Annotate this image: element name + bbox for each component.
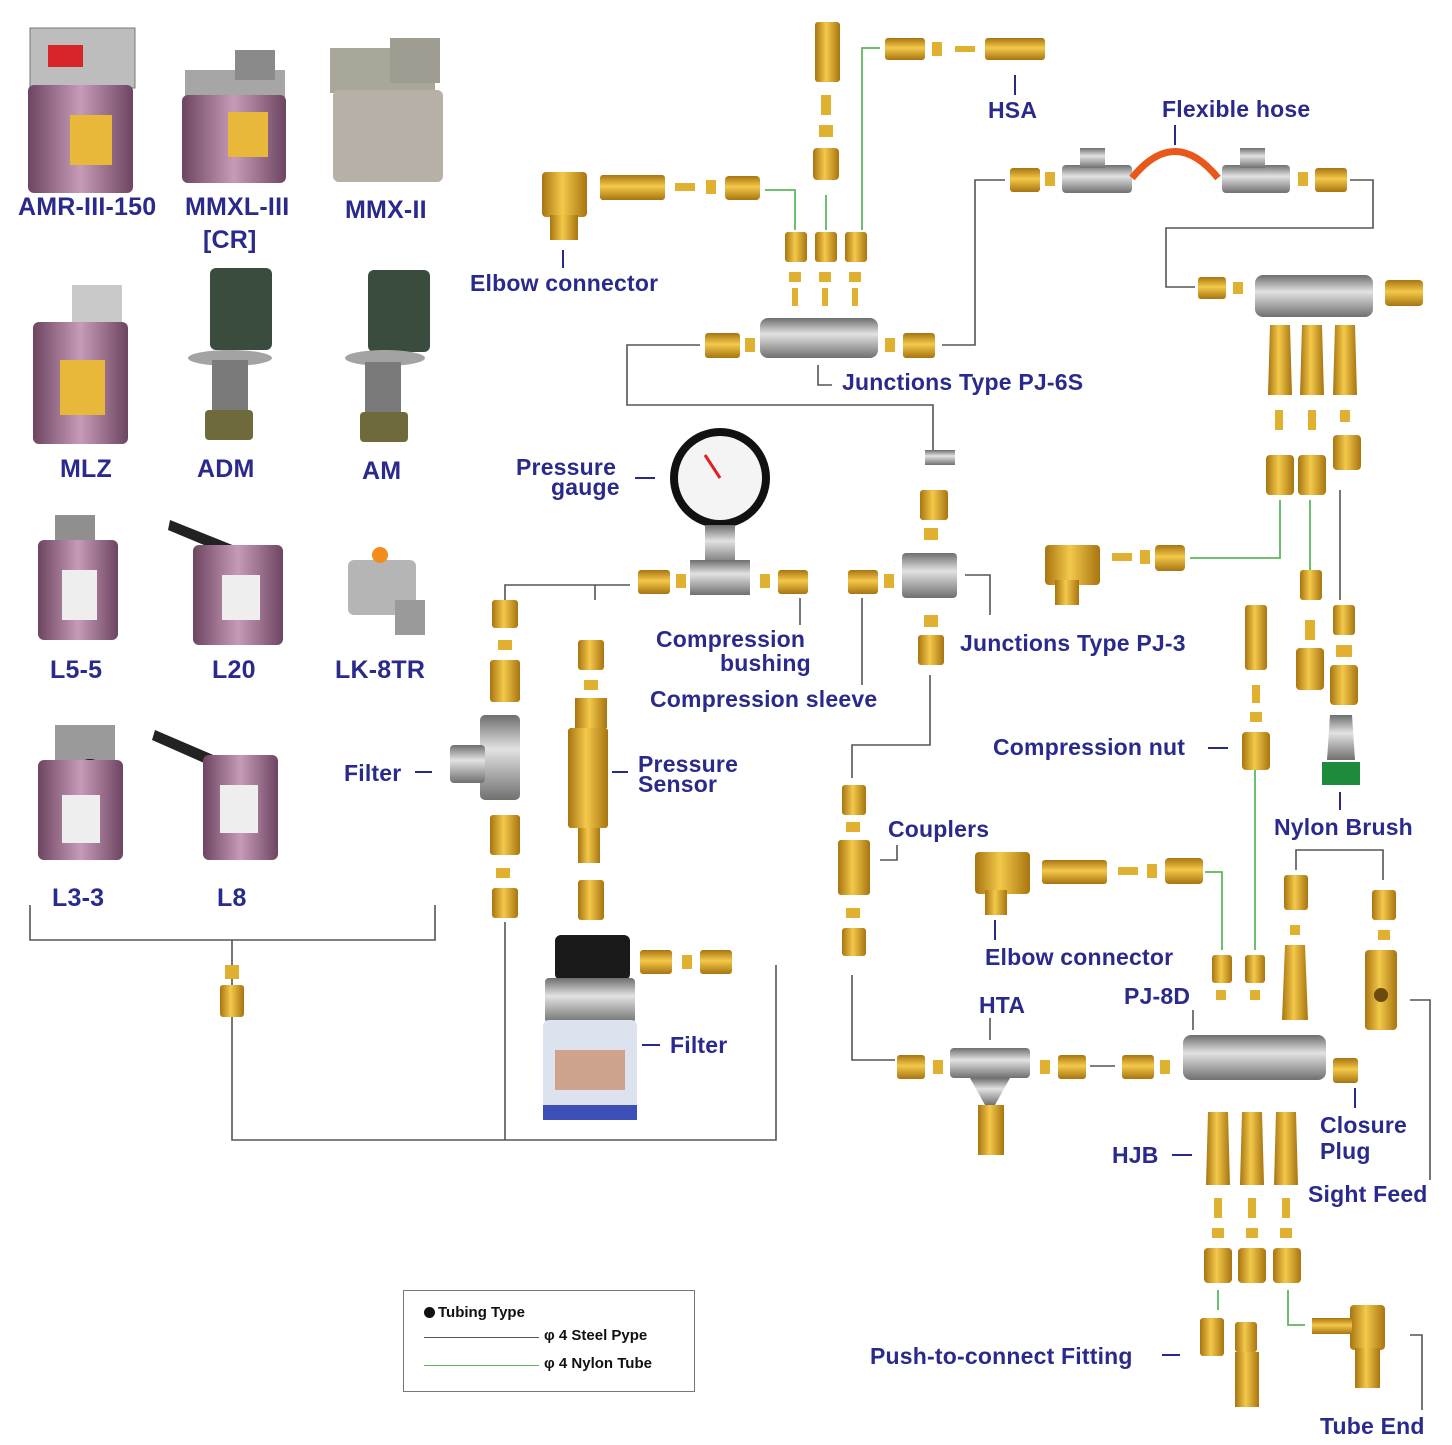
pump-adm-label: ADM [197, 457, 255, 481]
couplers-label: Couplers [888, 817, 989, 841]
legend-nylon-label: φ 4 Nylon Tube [544, 1355, 652, 1372]
steel-line-tubeend [1410, 1335, 1422, 1410]
pump-mlz-icon [33, 285, 128, 444]
pj3-junction-icon [848, 450, 957, 665]
sight-feed-label: Sight Feed [1308, 1182, 1428, 1206]
nylon-line-tube-end [1288, 1290, 1305, 1325]
legend-title: Tubing Type [424, 1304, 525, 1321]
hta-icon [897, 1048, 1170, 1155]
elbow-connector-bottom-icon [975, 852, 1203, 915]
compression-sleeve-label: Compression sleeve [650, 687, 877, 711]
pump-outlet-fitting-icon [220, 965, 244, 1017]
pump-l33-icon [38, 725, 123, 860]
nylon-line-elbow-bottom [1205, 872, 1222, 950]
steel-line-pj3-right [965, 575, 990, 615]
push-to-connect-label: Push-to-connect Fitting [870, 1344, 1133, 1368]
pump-amr-icon [28, 28, 135, 193]
compression-nut-label: Compression nut [993, 735, 1185, 759]
elbow-connector-right-icon [1045, 545, 1185, 605]
pump-am-icon [345, 270, 430, 442]
pj6s-junction-icon [705, 318, 935, 358]
pump-adm-icon [188, 268, 272, 440]
steel-line-label-pj6s [818, 365, 832, 385]
hjb-label: HJB [1112, 1143, 1159, 1167]
pump-units [28, 28, 443, 860]
junctions-pj3-label: Junctions Type PJ-3 [960, 631, 1186, 655]
steel-line-pj6s-left [627, 345, 933, 455]
nylon-line-elbow [765, 190, 795, 230]
pump-l8-icon [152, 730, 278, 860]
pump-l20-icon [168, 520, 283, 645]
hjb-fittings-icon [1204, 1112, 1301, 1283]
top-vertical-fitting-icon [813, 22, 840, 180]
pump-mmxl-icon [182, 50, 286, 183]
filter-left-icon [450, 600, 520, 918]
push-to-connect-icon [1200, 1318, 1259, 1407]
fittings [220, 22, 1423, 1407]
steel-line-sightfeed [1296, 850, 1383, 880]
closure-plug-label-line2: Plug [1320, 1139, 1371, 1163]
pump-l33-label: L3-3 [52, 886, 104, 910]
couplers-icon [838, 785, 870, 956]
junctions-pj6s-label: Junctions Type PJ-6S [842, 370, 1083, 394]
right-junction-icon [1198, 275, 1423, 495]
tubing-legend: Tubing Type φ 4 Steel Pype φ 4 Nylon Tub… [403, 1290, 695, 1392]
hta-label: HTA [979, 993, 1025, 1017]
pump-l8-label: L8 [217, 886, 247, 910]
nylon-line-pj3-elbow [1190, 500, 1280, 558]
pump-mmxl-label-line2: [CR] [203, 228, 257, 252]
hsa-fitting-icon [885, 38, 1045, 60]
flexible-hose-icon [1010, 148, 1347, 193]
pressure-sensor-icon [568, 640, 608, 920]
pump-mmxl-label-line1: MMXL-III [185, 195, 289, 219]
compression-bushing-label-line2: bushing [720, 651, 811, 675]
pump-lk8tr-label: LK-8TR [335, 658, 425, 682]
pressure-gauge-icon [638, 428, 808, 595]
filter-left-label: Filter [344, 761, 401, 785]
hsa-label: HSA [988, 98, 1037, 122]
pump-mmx-label: MMX-II [345, 198, 427, 222]
pressure-gauge-label-line2: gauge [551, 475, 620, 499]
pj8d-label: PJ-8D [1124, 984, 1190, 1008]
closure-plug-label-line1: Closure [1320, 1113, 1407, 1137]
elbow-connector-top-label: Elbow connector [470, 271, 658, 295]
flexible-hose-label: Flexible hose [1162, 97, 1310, 121]
steel-line-sightfeed-right [1410, 1000, 1430, 1180]
legend-nylon-swatch [424, 1365, 539, 1366]
steel-line-coupler-down [852, 975, 895, 1060]
steel-line-label-couplers [880, 845, 897, 860]
elbow-connector-bottom-label: Elbow connector [985, 945, 1173, 969]
nylon-line-hsa [862, 48, 880, 230]
steel-line-flex-right [1166, 180, 1373, 287]
pump-l55-label: L5-5 [50, 658, 102, 682]
steel-line-pj6s-right [942, 180, 1005, 345]
pump-l20-label: L20 [212, 658, 256, 682]
pump-mlz-label: MLZ [60, 457, 112, 481]
filter-bottom-label: Filter [670, 1033, 727, 1057]
pump-lk8tr-icon [348, 547, 425, 635]
pump-am-label: AM [362, 459, 401, 483]
pump-amr-label: AMR-III-150 [18, 195, 156, 219]
nylon-brush-icon [1322, 715, 1360, 785]
legend-steel-label: φ 4 Steel Pype [544, 1327, 647, 1344]
nylon-brush-label: Nylon Brush [1274, 815, 1413, 839]
pj6s-inlets-icon [785, 232, 867, 306]
sight-feed-icon [1365, 950, 1397, 1030]
pressure-sensor-label-line2: Sensor [638, 772, 717, 796]
legend-steel-swatch [424, 1337, 539, 1338]
steel-line-gauge-loop [505, 585, 630, 605]
pump-l55-icon [38, 515, 118, 640]
pump-mmx-icon [330, 38, 443, 182]
tube-end-label: Tube End [1320, 1414, 1425, 1438]
compression-bushing-label-line1: Compression [656, 627, 805, 651]
tube-end-icon [1312, 1305, 1385, 1388]
elbow-connector-top-icon [542, 172, 760, 240]
pj8d-junction-icon [1183, 1035, 1358, 1083]
line-filter-icon [543, 935, 732, 1120]
